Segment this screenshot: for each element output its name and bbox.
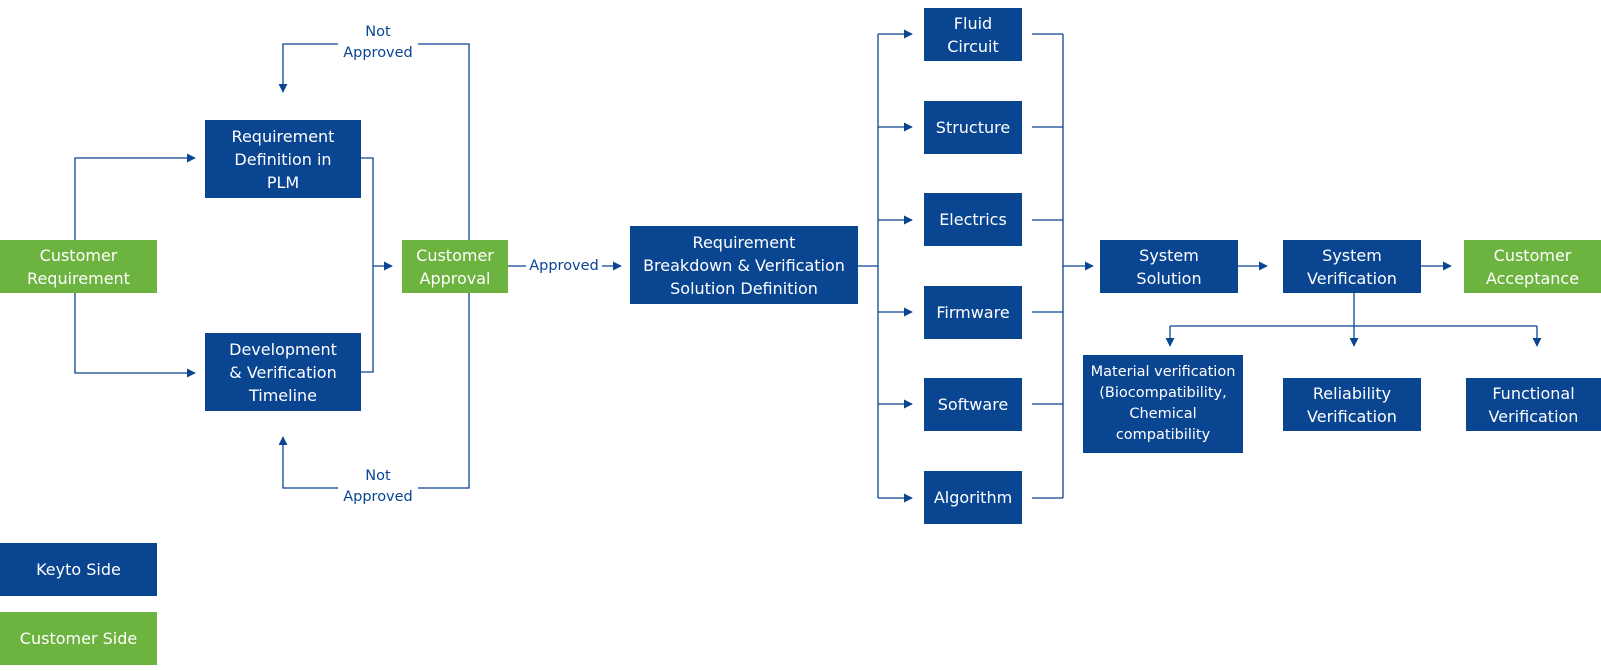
legend-customer-side: Customer Side [0, 612, 157, 665]
edge-custreq-to-timeline [74, 293, 196, 378]
node-system-solution: System Solution [1100, 240, 1238, 293]
node-material-verification: Material verification (Biocompatibility,… [1083, 355, 1243, 453]
node-reliability-verification: Reliability Verification [1283, 378, 1421, 431]
node-customer-acceptance: Customer Acceptance [1464, 240, 1601, 293]
node-dev-verification-timeline: Development & Verification Timeline [205, 333, 361, 411]
node-customer-approval: Customer Approval [402, 240, 508, 293]
edge-label-approved: Approved [526, 256, 602, 277]
edge-label-not-approved-bottom: Not Approved [338, 466, 418, 508]
node-customer-requirement: Customer Requirement [0, 240, 157, 293]
node-structure: Structure [924, 101, 1022, 154]
node-algorithm: Algorithm [924, 471, 1022, 524]
node-firmware: Firmware [924, 286, 1022, 339]
node-software: Software [924, 378, 1022, 431]
edge-custreq-to-plm [74, 153, 196, 240]
node-requirement-breakdown: Requirement Breakdown & Verification Sol… [630, 226, 858, 304]
node-requirement-definition-plm: Requirement Definition in PLM [205, 120, 361, 198]
edge-label-not-approved-top: Not Approved [338, 22, 418, 64]
node-electrics: Electrics [924, 193, 1022, 246]
legend-keyto-side: Keyto Side [0, 543, 157, 596]
node-system-verification: System Verification [1283, 240, 1421, 293]
node-fluid-circuit: Fluid Circuit [924, 8, 1022, 61]
edge-plm-merge [361, 157, 374, 373]
node-functional-verification: Functional Verification [1466, 378, 1601, 431]
